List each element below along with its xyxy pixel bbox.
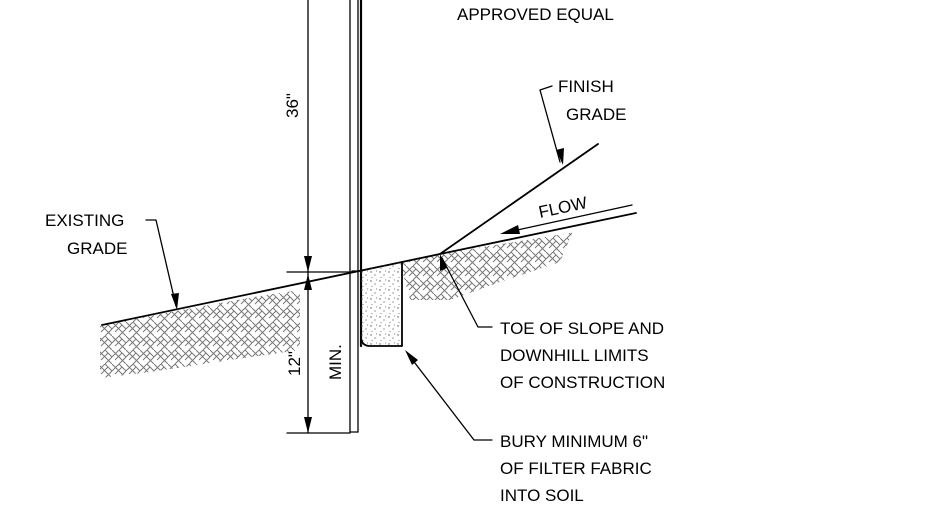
finish-grade-leader (539, 85, 564, 165)
flow-arrow (500, 204, 633, 234)
existing-grade-label-1: EXISTING (45, 211, 124, 230)
flow-label: FLOW (537, 193, 589, 222)
finish-grade-label-2: GRADE (566, 105, 626, 124)
finish-grade-label-1: FINISH (558, 77, 614, 96)
dimension-12 (286, 271, 351, 434)
existing-grade-leader (145, 219, 179, 310)
toe-label-2: DOWNHILL LIMITS (500, 346, 649, 365)
soil-hatch (100, 228, 575, 378)
downhill-grade-line (439, 212, 637, 255)
toe-of-slope-leader (440, 254, 493, 328)
bury-label-2: OF FILTER FABRIC (500, 459, 652, 478)
approved-equal-label: APPROVED EQUAL (457, 5, 614, 24)
dim-min-label: MIN. (326, 344, 345, 380)
dim-36-label: 36" (283, 93, 302, 118)
finish-grade-line (439, 143, 599, 255)
dim-12-label: 12" (285, 351, 304, 376)
bury-label-1: BURY MINIMUM 6" (500, 432, 648, 451)
toe-label-1: TOE OF SLOPE AND (500, 319, 664, 338)
trench-backfill (351, 261, 403, 347)
bury-label-3: INTO SOIL (500, 486, 584, 505)
bury-fabric-leader (405, 350, 493, 441)
existing-grade-label-2: GRADE (67, 239, 127, 258)
toe-label-3: OF CONSTRUCTION (500, 373, 665, 392)
dimension-36 (286, 0, 353, 273)
fence-post (349, 0, 363, 433)
